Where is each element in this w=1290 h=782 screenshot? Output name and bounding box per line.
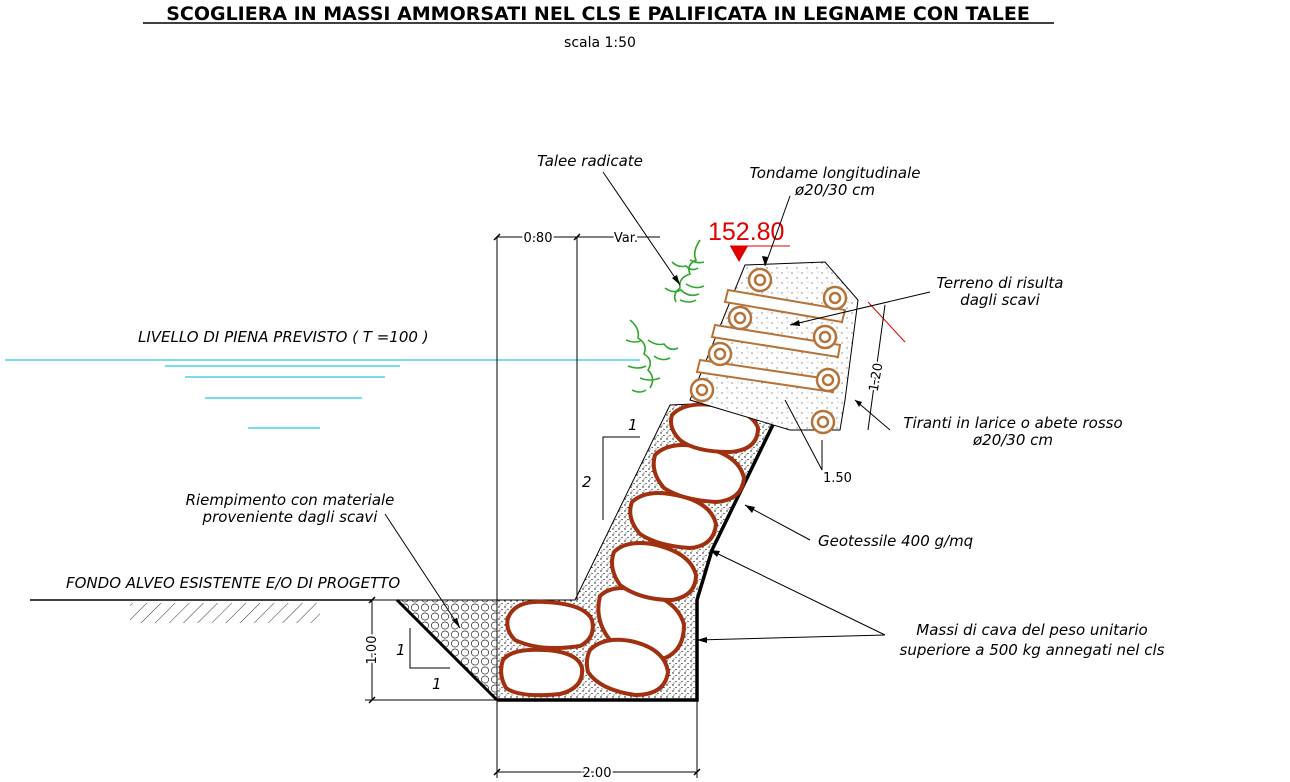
label-fondo: FONDO ALVEO ESISTENTE E/O DI PROGETTO — [66, 574, 400, 592]
top-dimensions — [493, 233, 660, 600]
arrowhead — [790, 320, 800, 326]
arrowhead — [452, 618, 460, 628]
scale-label: scala 1:50 — [564, 35, 636, 51]
dim-tick — [368, 696, 376, 704]
label-talee: Talee radicate — [537, 152, 643, 170]
boulder — [610, 541, 699, 603]
boulders — [499, 402, 761, 698]
slope-lower-v: 1 — [396, 641, 406, 659]
label-massi-2: superiore a 500 kg annegati nel cls — [900, 641, 1165, 659]
slope-upper-h: 1 — [628, 416, 638, 434]
tie-log — [723, 288, 847, 324]
longitudinal-logs — [689, 267, 848, 435]
label-tiranti-1: Tiranti in larice o abete rosso — [903, 414, 1122, 432]
arrowhead — [710, 550, 720, 557]
leader-arrows — [452, 256, 862, 643]
boulder — [628, 491, 719, 551]
water-level-lines — [5, 359, 640, 429]
dim-080: 0.80 — [524, 231, 553, 246]
label-tondame-1: Tondame longitudinale — [749, 164, 920, 182]
log-section-ring — [828, 291, 842, 305]
plant — [673, 239, 705, 303]
plant — [639, 339, 679, 381]
slope-indicator-lower — [409, 628, 450, 669]
dim-tick — [493, 768, 501, 776]
log-section-ring — [695, 383, 709, 397]
label-massi-1: Massi di cava del peso unitario — [916, 621, 1147, 639]
dim-200: 2.00 — [583, 766, 612, 781]
tie-log — [710, 323, 842, 359]
dim-tick — [368, 596, 376, 604]
dim-200-group — [493, 700, 701, 778]
ground-hatch — [130, 603, 320, 623]
label-riempimento-2: proveniente dagli scavi — [202, 508, 379, 526]
rooted-cuttings — [625, 239, 705, 393]
leader-tiranti — [854, 399, 891, 431]
dim-100-group — [365, 596, 497, 704]
dim-120: 1.20 — [867, 362, 887, 393]
leader-massi-2 — [696, 634, 886, 641]
tie-log — [695, 358, 837, 394]
elevation-triangle — [730, 246, 748, 262]
slope-triangle — [602, 436, 640, 520]
leader-talee — [602, 171, 681, 286]
log-section-ring — [733, 311, 747, 325]
dim-100: 1.00 — [365, 636, 380, 665]
log-section-ring — [818, 330, 832, 344]
arrowhead — [855, 400, 862, 407]
label-tiranti-2: ø20/30 cm — [972, 431, 1053, 449]
leader-lines — [384, 171, 931, 641]
log-section-ring — [816, 415, 830, 429]
log-section-ring — [821, 373, 835, 387]
arrowhead — [745, 505, 755, 513]
label-terreno-1: Terreno di risulta — [937, 274, 1064, 292]
label-geotessile: Geotessile 400 g/mq — [818, 532, 973, 550]
dim-120-group — [867, 301, 906, 431]
arrowhead — [672, 275, 680, 285]
slope-triangle — [409, 628, 450, 669]
leader-massi-1 — [709, 549, 886, 636]
dim-line — [867, 304, 886, 431]
elevation-value: 152.80 — [708, 218, 784, 246]
dim-150-group — [784, 399, 823, 471]
arrowhead — [762, 256, 768, 266]
label-livello: LIVELLO DI PIENA PREVISTO ( T =100 ) — [138, 328, 429, 346]
slope-upper-v: 2 — [582, 473, 592, 491]
boulder — [584, 637, 671, 698]
plant — [625, 319, 654, 393]
dim-tick — [493, 233, 501, 241]
arrowhead — [697, 637, 707, 643]
dim-line — [784, 399, 823, 471]
slope-lower-h: 1 — [432, 675, 442, 693]
fill-slope-edge — [395, 598, 499, 702]
label-riempimento-1: Riempimento con materiale — [186, 491, 395, 509]
leader-riempimento — [384, 513, 461, 629]
geotextile-line — [497, 399, 787, 702]
leader-tondame — [764, 195, 791, 267]
slope-indicator-upper — [602, 436, 640, 520]
label-terreno-2: dagli scavi — [960, 291, 1040, 309]
dim-tick — [693, 768, 701, 776]
boulder — [499, 647, 585, 698]
log-section-ring — [713, 347, 727, 361]
drawing-title: SCOGLIERA IN MASSI AMMORSATI NEL CLS E P… — [166, 3, 1030, 25]
dim-150: 1.50 — [823, 471, 852, 486]
transverse-logs — [695, 288, 847, 394]
dim-var: Var. — [614, 231, 638, 246]
log-section-ring — [753, 273, 767, 287]
dim-tick — [573, 233, 581, 241]
boulder — [505, 599, 595, 650]
leader-terreno — [789, 291, 931, 326]
leader-geotessile — [744, 504, 811, 541]
red-reference-line — [867, 301, 906, 343]
label-tondame-2: ø20/30 cm — [794, 181, 875, 199]
plant — [664, 261, 700, 297]
